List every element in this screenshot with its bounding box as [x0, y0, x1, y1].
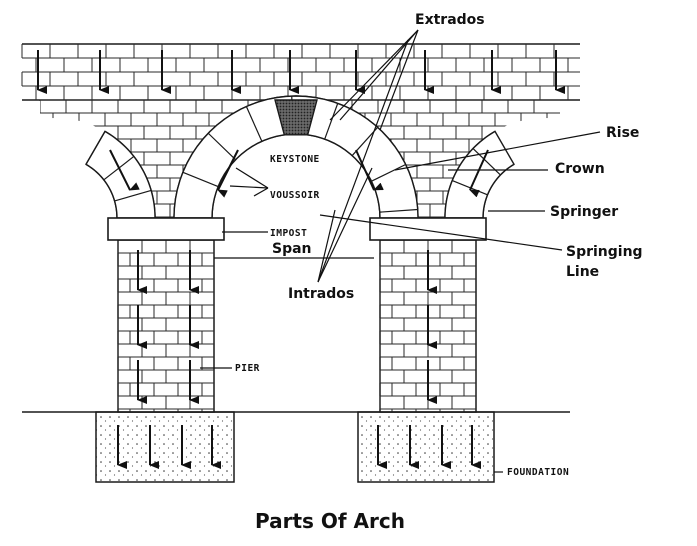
arch-thrust-arrow	[355, 149, 384, 191]
voussoir-joint	[114, 189, 152, 202]
label-span: Span	[272, 241, 312, 257]
label-springing: Springing	[566, 244, 643, 260]
label-crown: Crown	[555, 161, 605, 177]
diagram-title: Parts Of Arch	[255, 509, 405, 533]
leader-extrados-1	[329, 29, 419, 121]
leader-springing-line	[319, 214, 563, 251]
right-margin-mask	[560, 101, 697, 221]
leader-extrados-2	[379, 29, 419, 131]
leader-voussoir-2	[229, 185, 269, 189]
top-wall	[21, 43, 580, 101]
leader-intrados-3	[317, 209, 336, 283]
leader-intrados-2	[317, 39, 409, 283]
label-springing-line: Line	[566, 264, 599, 280]
label-springer: Springer	[550, 204, 618, 220]
label-rise: Rise	[606, 125, 639, 141]
voussoir-joint	[182, 171, 219, 188]
left-margin-mask	[0, 101, 40, 221]
voussoir-joint	[379, 208, 418, 213]
leader-extrados-3	[339, 29, 419, 121]
leader-rise	[394, 131, 601, 171]
label-keystone: KEYSTONE	[270, 154, 320, 165]
label-extrados: Extrados	[415, 12, 485, 28]
leader-lines	[200, 29, 601, 473]
keystone	[274, 99, 318, 136]
voussoir-joint	[324, 103, 339, 140]
arch-ring	[444, 130, 515, 219]
foundation-block	[95, 411, 235, 483]
foundations	[95, 411, 495, 483]
label-pier: PIER	[235, 363, 260, 374]
voussoir-joint	[245, 106, 263, 142]
arch-thrust-arrow	[109, 149, 140, 191]
voussoir-joint	[207, 132, 236, 161]
arch-thrust-arrow	[217, 149, 239, 198]
label-foundation: FOUNDATION	[507, 467, 569, 478]
leader-voussoir-1	[235, 167, 269, 189]
label-impost: IMPOST	[270, 228, 307, 239]
leader-intrados-1	[317, 167, 373, 283]
label-intrados: Intrados	[288, 286, 354, 302]
label-voussoir: VOUSSOIR	[270, 190, 320, 201]
arch-rings	[85, 95, 515, 219]
voussoir-joint	[85, 131, 106, 165]
impost-block	[107, 217, 225, 241]
labels: Extrados Rise Crown Springer Springing L…	[235, 12, 643, 533]
voussoir-joint	[371, 163, 406, 182]
voussoir-joint	[452, 179, 488, 196]
leader-voussoir-3	[253, 187, 269, 197]
